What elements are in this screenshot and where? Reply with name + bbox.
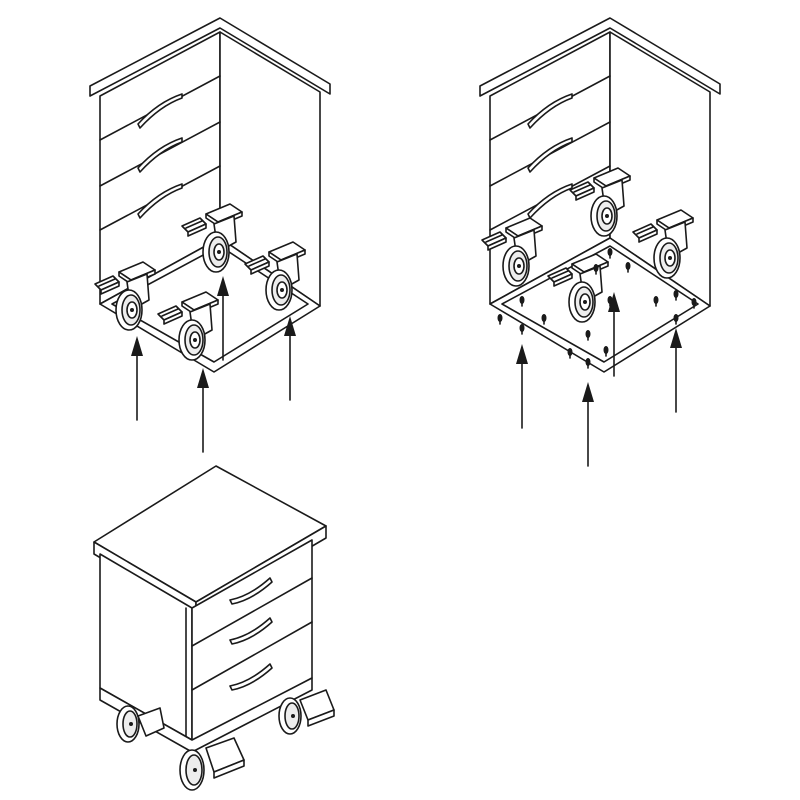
caster-wheel (278, 689, 335, 735)
result-assembled-cabinet (93, 465, 335, 791)
screw-icon (584, 357, 592, 369)
step-2-screw-casters (479, 17, 721, 467)
caster-wheel (179, 737, 245, 791)
arrow-up-icon (581, 381, 595, 467)
arrow-up-icon (196, 367, 210, 453)
screw-icon (518, 323, 526, 335)
screw-icon (566, 347, 574, 359)
arrow-up-icon (669, 327, 683, 413)
step-1-attach-casters (89, 17, 331, 453)
screw-icon (496, 313, 504, 325)
arrow-up-icon (515, 343, 529, 429)
drawer-handle (229, 577, 273, 605)
arrow-up-icon (283, 315, 297, 401)
drawer-handle (229, 663, 273, 691)
drawer-handle (229, 617, 273, 645)
caster-wheel (116, 705, 165, 743)
cabinet-upside-down (479, 17, 721, 373)
arrow-up-icon (130, 335, 144, 421)
